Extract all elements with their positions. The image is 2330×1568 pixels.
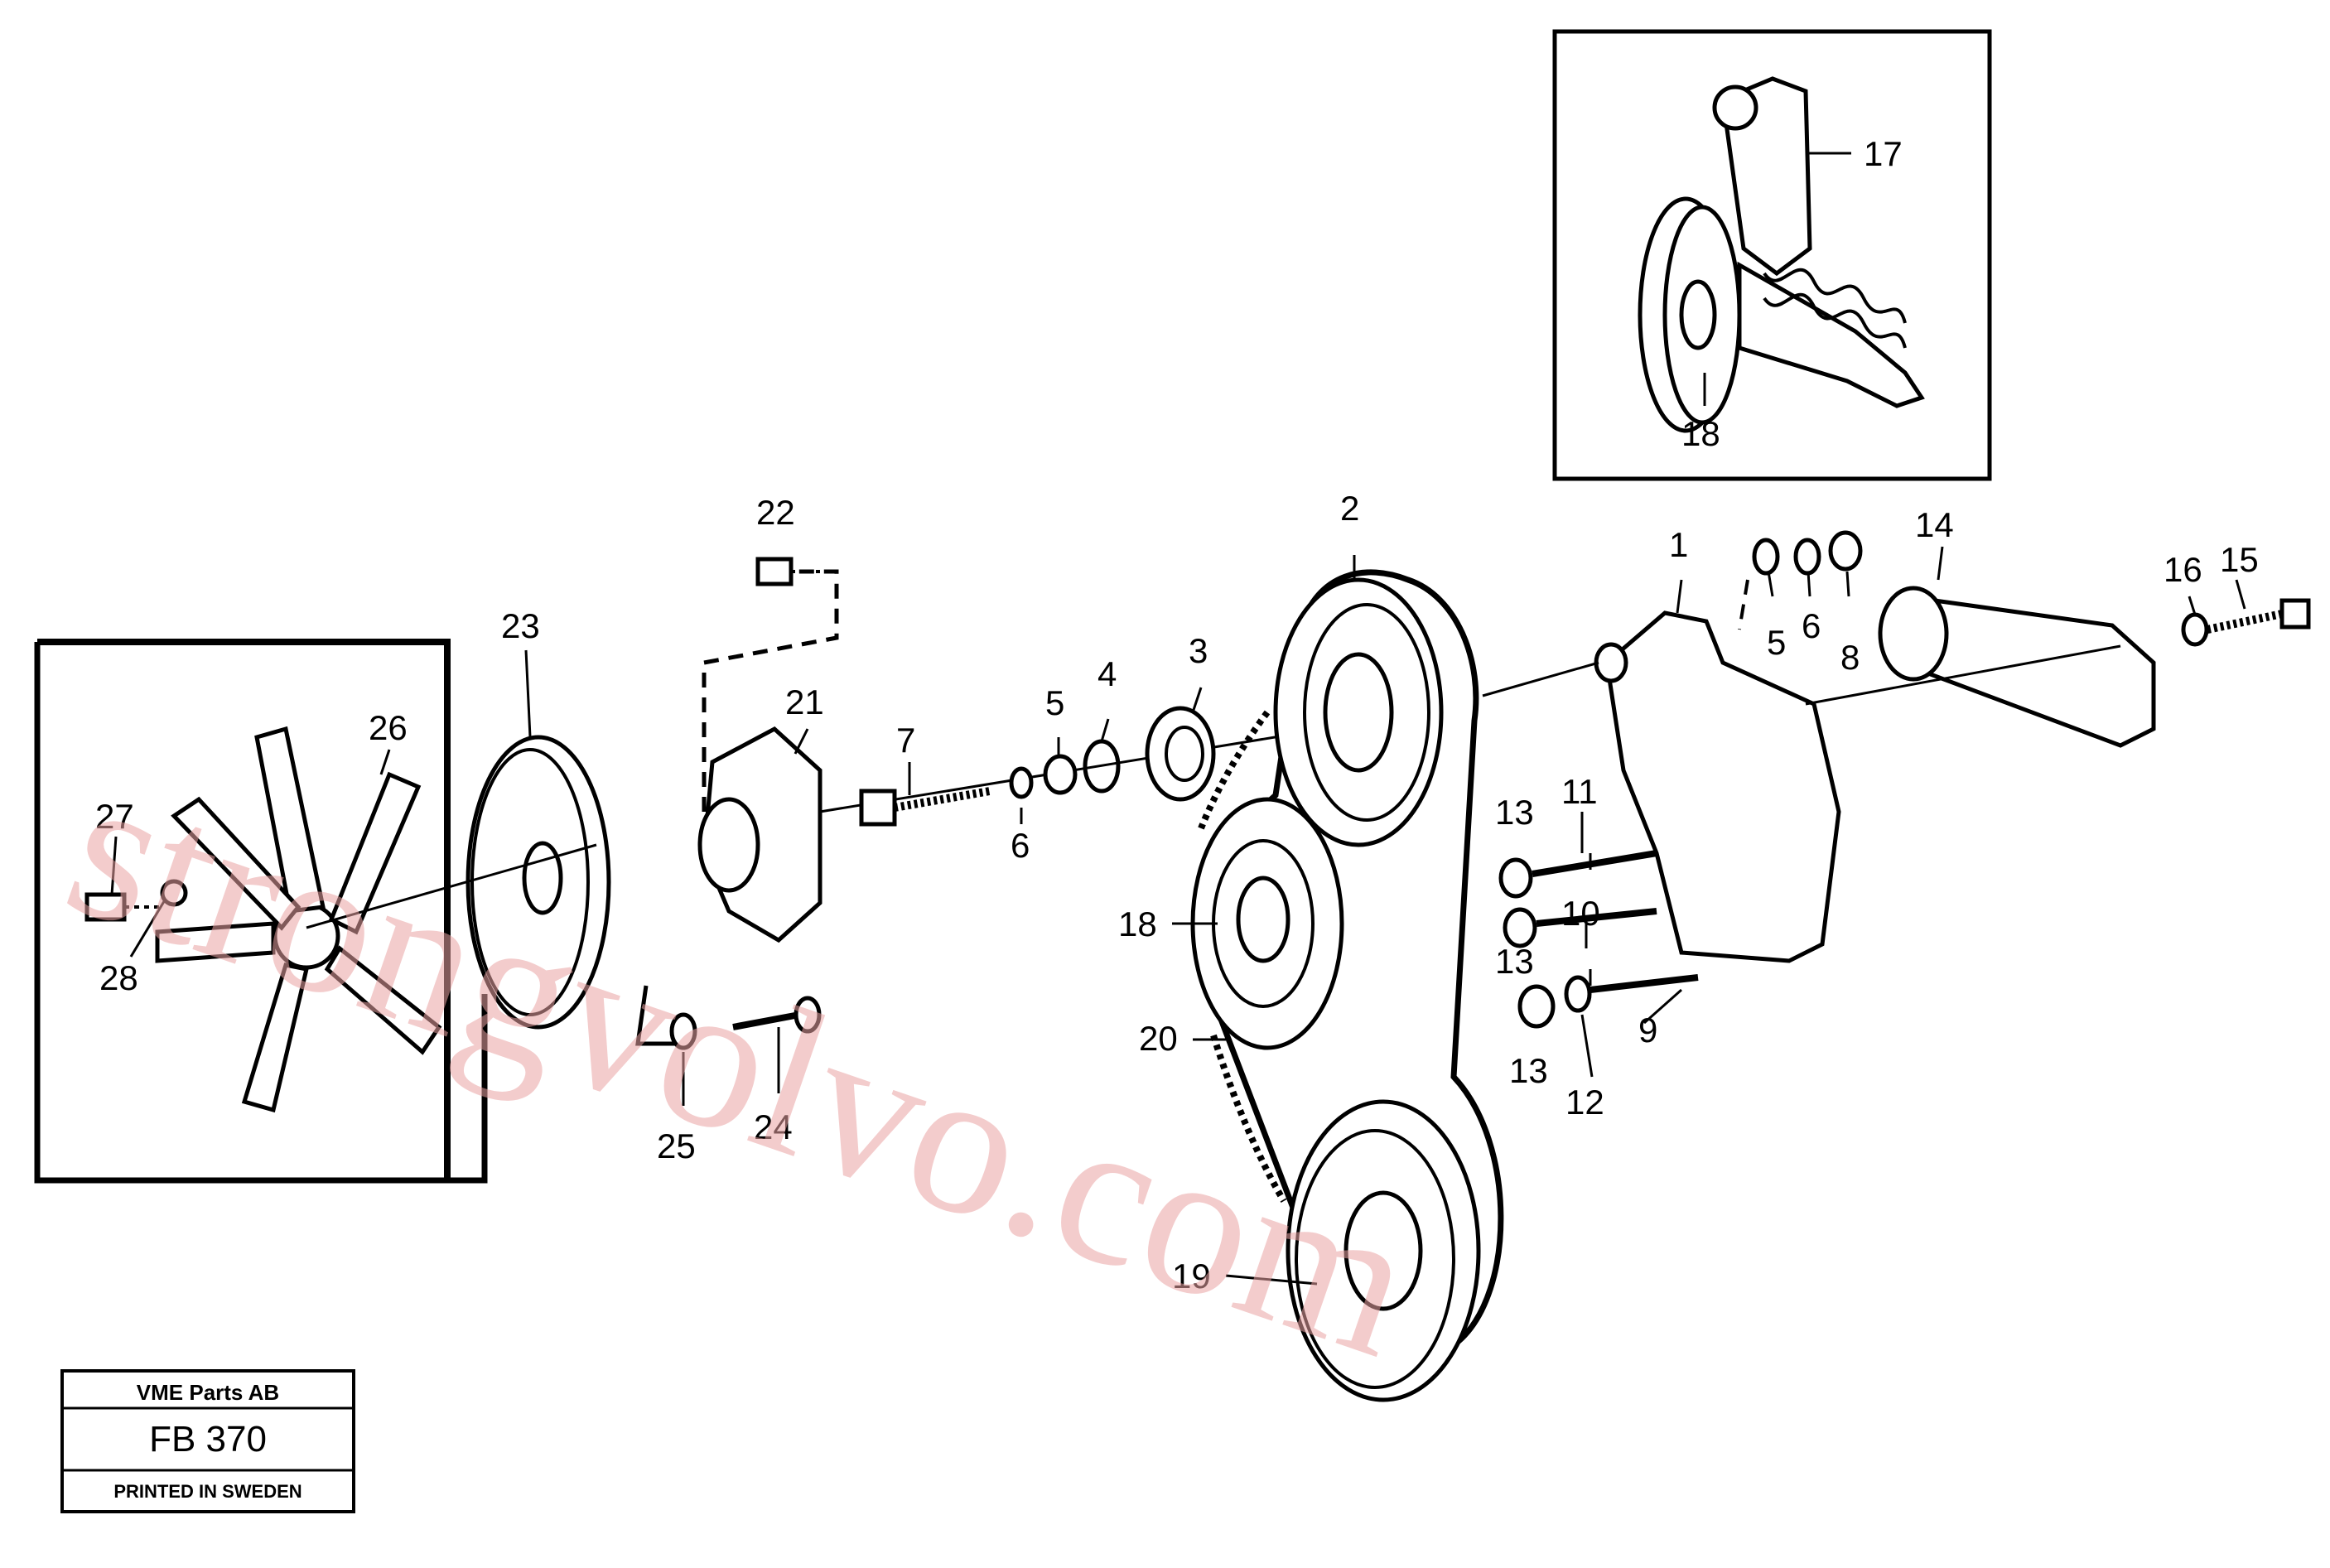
callout-10: 10 [1561,894,1600,933]
leader-lines [110,152,2246,1286]
callout-6a: 6 [1011,826,1030,865]
callout-8: 8 [1840,638,1860,677]
callout-24: 24 [754,1107,793,1146]
callout-4: 4 [1097,654,1117,693]
callout-25: 25 [657,1127,696,1165]
callout-28: 28 [99,958,138,997]
callout-20: 20 [1139,1019,1178,1058]
shaft-parts [819,706,1326,827]
callout-21: 21 [785,683,824,721]
title-block: VME Parts AB FB 370 PRINTED IN SWEDEN [60,1369,355,1513]
callout-13c: 13 [1509,1051,1548,1090]
callout-5b: 5 [1767,623,1786,662]
callout-22: 22 [756,493,795,532]
callout-9: 9 [1638,1011,1657,1049]
callout-6b: 6 [1802,606,1821,645]
part-23-disc [306,735,611,1030]
callout-18b: 18 [1118,905,1157,943]
callout-13a: 13 [1495,793,1534,832]
parts-24-25 [669,996,822,1050]
callout-7: 7 [896,721,915,760]
callout-2: 2 [1340,489,1359,528]
part-14-arm [1738,530,2311,748]
callout-13b: 13 [1495,942,1534,981]
tensioner-inset [1552,29,1992,481]
title-company: VME Parts AB [137,1380,279,1405]
callout-11: 11 [1561,772,1598,811]
callout-labels: 1 2 3 4 5 5 6 6 7 8 9 10 11 12 13 13 13 … [95,134,2259,1295]
callout-23: 23 [501,606,540,645]
callout-18a: 18 [1681,414,1720,453]
callout-26: 26 [369,708,408,747]
callout-3: 3 [1189,631,1208,670]
callout-19: 19 [1172,1257,1211,1295]
callout-14: 14 [1915,505,1954,544]
callout-1: 1 [1669,525,1688,564]
callout-12: 12 [1565,1083,1604,1122]
callout-15: 15 [2220,540,2259,579]
belt-drive [1190,569,1504,1402]
part-1-bracket [1482,610,1841,1029]
callout-16: 16 [2164,550,2202,589]
title-code: FB 370 [149,1419,267,1459]
title-printed: PRINTED IN SWEDEN [113,1481,302,1502]
part-21-hub [635,557,839,1046]
callout-5a: 5 [1045,683,1064,722]
callout-27: 27 [95,797,134,836]
fan-inset [34,639,488,1184]
callout-17: 17 [1864,134,1903,173]
